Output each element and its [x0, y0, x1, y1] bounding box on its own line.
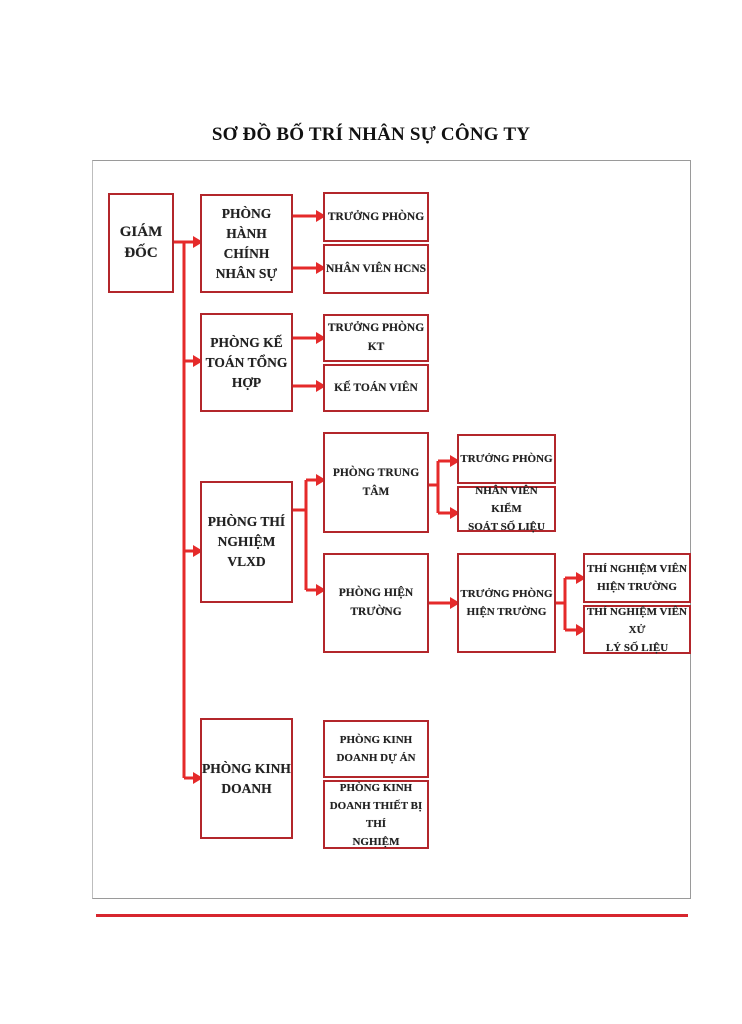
arrowhead-field [316, 584, 326, 596]
arrowhead-acc-head [316, 332, 326, 344]
footer-rule [96, 914, 688, 917]
arrowhead-hr-head [316, 210, 326, 222]
center-head-box: TRƯỞNG PHÒNG [457, 434, 556, 484]
arrowhead-accounting [193, 355, 203, 367]
accountant-box: KẾ TOÁN VIÊN [323, 364, 429, 412]
arrowhead-data-tech [576, 624, 586, 636]
hr-head-box: TRƯỞNG PHÒNG [323, 192, 429, 242]
arrowhead-lab [193, 545, 203, 557]
arrowhead-field-head [450, 597, 460, 609]
arrowhead-center-staff [450, 507, 460, 519]
arrowhead-hr-staff [316, 262, 326, 274]
arrowhead-acc-staff [316, 380, 326, 392]
center-department-box: PHÒNG TRUNG TÂM [323, 432, 429, 533]
arrowhead-center-head [450, 455, 460, 467]
accounting-head-box: TRƯỞNG PHÒNG KT [323, 314, 429, 362]
arrowhead-sales [193, 772, 203, 784]
arrowhead-field-tech [576, 572, 586, 584]
arrowhead-hr [193, 236, 203, 248]
page-title: SƠ ĐỒ BỐ TRÍ NHÂN SỰ CÔNG TY [211, 124, 531, 145]
arrowhead-center [316, 474, 326, 486]
hr-staff-box: NHÂN VIÊN HCNS [323, 244, 429, 294]
org-chart-frame [92, 160, 691, 899]
